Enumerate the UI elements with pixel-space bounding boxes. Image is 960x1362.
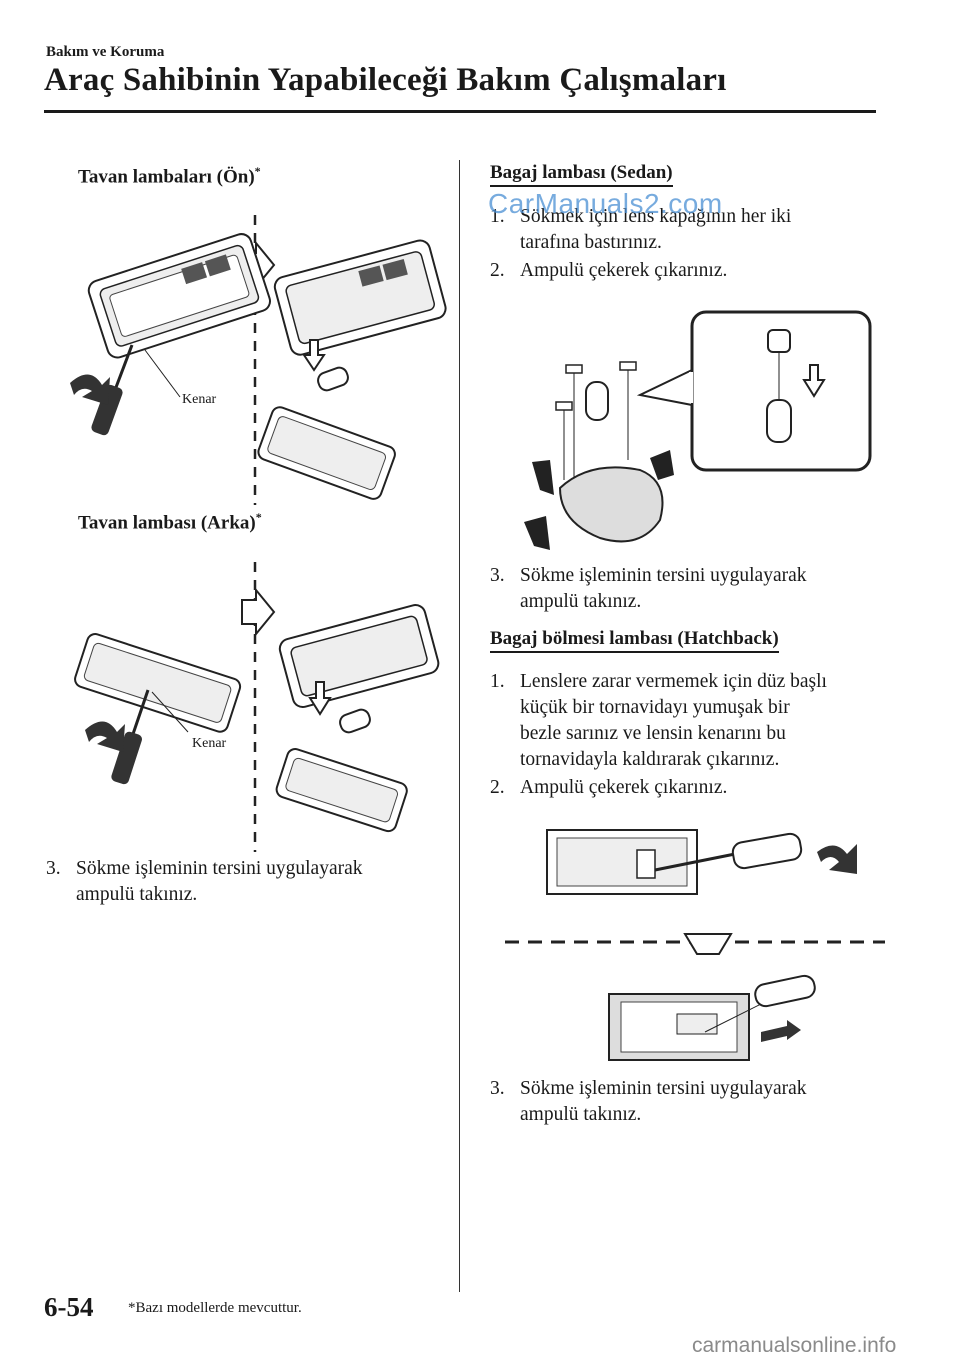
hatch-step-2: 2. Ampulü çekerek çıkarınız. <box>490 775 890 801</box>
pry-arrow-icon <box>85 721 125 752</box>
bulb-icon <box>317 366 349 392</box>
hatchback-heading: Bagaj bölmesi lambası (Hatchback) <box>490 628 779 653</box>
sedan-lamp-illustration <box>524 310 872 550</box>
bulb-icon <box>766 329 792 443</box>
front-lamp-illustration <box>70 215 447 505</box>
step-text-cont: bezle sarınız ve lensin kenarını bu <box>520 723 786 744</box>
hatchback-lamp-illustration <box>505 829 885 1061</box>
footnote: *Bazı modellerde mevcuttur. <box>128 1300 302 1316</box>
step-number: 3. <box>490 565 505 586</box>
pry-arrow-icon <box>70 374 110 405</box>
sedan-step-3: 3. Sökme işleminin tersini uygulayarak am… <box>490 563 890 615</box>
push-arrow-icon <box>761 1020 801 1042</box>
page-title: Araç Sahibinin Yapabileceği Bakım Çalışm… <box>44 62 727 98</box>
hatchback-heading-text: Bagaj bölmesi lambası (Hatchback) <box>490 628 779 653</box>
rear-lamp-heading: Tavan lambası (Arka)* <box>78 510 262 534</box>
rear-lamp-heading-text: Tavan lambası (Arka) <box>78 512 256 534</box>
edge-label-front: Kenar <box>182 392 217 407</box>
step-text: Sökme işleminin tersini uygulayarak <box>520 565 807 586</box>
sedan-heading: Bagaj lambası (Sedan) <box>490 162 673 187</box>
step-number: 2. <box>490 777 505 798</box>
rear-lamp-illustration <box>74 562 440 852</box>
pry-arrow-icon <box>817 844 857 874</box>
step-text-cont: ampulü takınız. <box>520 591 642 612</box>
step-text: Ampulü çekerek çıkarınız. <box>520 260 728 281</box>
step-text-cont: ampulü takınız. <box>520 1104 642 1125</box>
step-text: Sökme işleminin tersini uygulayarak <box>520 1078 807 1099</box>
step-number: 2. <box>490 260 505 281</box>
watermark-top: CarManuals2.com <box>488 188 723 219</box>
column-divider <box>459 160 460 1292</box>
edge-label-rear: Kenar <box>192 736 227 751</box>
front-lamp-heading: Tavan lambaları (Ön)* <box>78 164 261 188</box>
availability-mark: * <box>254 164 261 178</box>
step-text-cont: tarafına bastırınız. <box>520 232 662 253</box>
step-text-cont: küçük bir tornavidayı yumuşak bir <box>520 697 790 718</box>
step-number: 1. <box>490 206 505 227</box>
availability-mark: * <box>255 510 262 524</box>
step-number: 1. <box>490 671 505 692</box>
screwdriver-icon <box>111 689 150 785</box>
page-number: 6-54 <box>44 1292 94 1322</box>
front-lamp-heading-text: Tavan lambaları (Ön) <box>78 166 255 188</box>
push-arrow-icon <box>241 587 276 637</box>
bulb-icon <box>754 974 816 1008</box>
sedan-step-2: 2. Ampulü çekerek çıkarınız. <box>490 258 890 284</box>
step-text: Lenslere zarar vermemek için düz başlı <box>520 671 827 692</box>
hatch-step-3: 3. Sökme işleminin tersini uygulayarak am… <box>490 1076 890 1128</box>
screwdriver-icon <box>91 344 134 436</box>
step-text-cont: tornavidayla kaldırarak çıkarınız. <box>520 749 780 770</box>
bulb-icon <box>339 708 371 734</box>
sedan-step-1: 1. Sökmek için lens kapağının her iki tar… <box>490 204 890 256</box>
step-text-cont: ampulü takınız. <box>76 884 198 905</box>
step-text: Ampulü çekerek çıkarınız. <box>520 777 728 798</box>
title-rule <box>44 110 876 113</box>
step-text: Sökme işleminin tersini uygulayarak <box>76 858 363 879</box>
screwdriver-icon <box>654 832 803 872</box>
section-label: Bakım ve Koruma <box>46 44 165 60</box>
sedan-heading-text: Bagaj lambası (Sedan) <box>490 162 673 187</box>
step-number: 3. <box>490 1078 505 1099</box>
left-step-3: 3. Sökme işleminin tersini uygulayarak am… <box>46 856 446 908</box>
push-arrow-icon <box>802 364 826 398</box>
watermark-bottom: carmanualsonline.info <box>692 1334 897 1357</box>
step-number: 3. <box>46 858 61 879</box>
hatch-step-1: 1. Lenslere zarar vermemek için düz başlı… <box>490 669 900 773</box>
step-text: Sökmek için lens kapağının her iki <box>520 206 792 227</box>
